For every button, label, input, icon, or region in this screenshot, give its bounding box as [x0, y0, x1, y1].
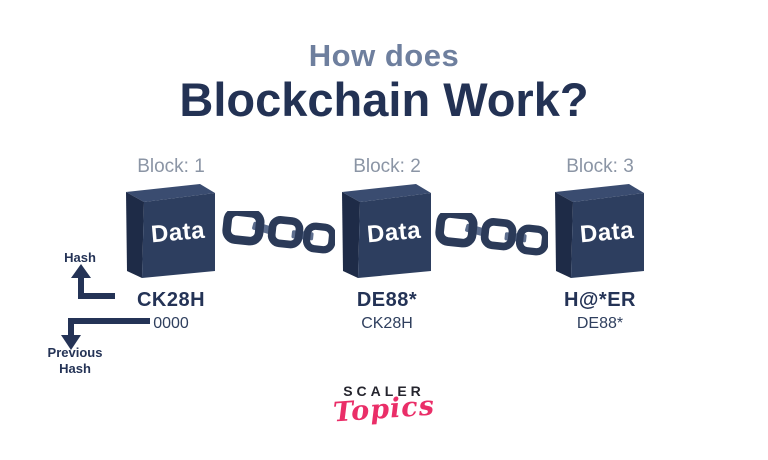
- block-3-prev-hash: DE88*: [576, 315, 624, 332]
- chain-link-icon: [435, 213, 548, 256]
- title-line2: Blockchain Work?: [179, 73, 589, 126]
- cube-icon: [342, 184, 431, 278]
- block-3-label: Block: 3: [566, 156, 634, 177]
- previous-hash-label-line1: Previous: [47, 345, 103, 360]
- block-1: Block: 1 Data CK28H 0000: [113, 156, 229, 333]
- cube-icon: [555, 184, 644, 278]
- title-line1: How does: [308, 38, 460, 73]
- block-3-hash: H@*ER: [563, 289, 636, 311]
- logo-brand-text: SCALER: [343, 383, 425, 399]
- cube-icon: [126, 184, 215, 278]
- block-2-label: Block: 2: [353, 156, 421, 177]
- hash-arrow-label: Hash: [64, 250, 96, 265]
- block-3-data-text: Data: [578, 216, 636, 249]
- block-1-cube: Data: [124, 183, 218, 281]
- block-1-data-text: Data: [149, 216, 207, 249]
- block-3: Block: 3 Data H@*ER DE88*: [542, 156, 658, 333]
- chain-link-icon: [222, 211, 335, 254]
- block-3-cube: Data: [553, 183, 647, 281]
- scaler-topics-logo: SCALER Topics: [324, 383, 444, 429]
- block-2-cube: Data: [340, 183, 434, 281]
- block-2-hash: DE88*: [356, 289, 418, 311]
- block-2: Block: 2 Data DE88* CK28H: [329, 156, 445, 333]
- block-1-hash: CK28H: [136, 289, 206, 311]
- hash-arrows-icon: [61, 264, 150, 350]
- block-2-data-text: Data: [365, 216, 423, 249]
- block-2-prev-hash: CK28H: [361, 315, 413, 332]
- block-1-label: Block: 1: [137, 156, 205, 177]
- previous-hash-label-line2: Hash: [59, 361, 91, 376]
- previous-hash-arrow-label: Previous Hash: [43, 345, 107, 377]
- title-block: How does Blockchain Work?: [0, 38, 768, 127]
- block-1-prev-hash: 0000: [153, 315, 189, 332]
